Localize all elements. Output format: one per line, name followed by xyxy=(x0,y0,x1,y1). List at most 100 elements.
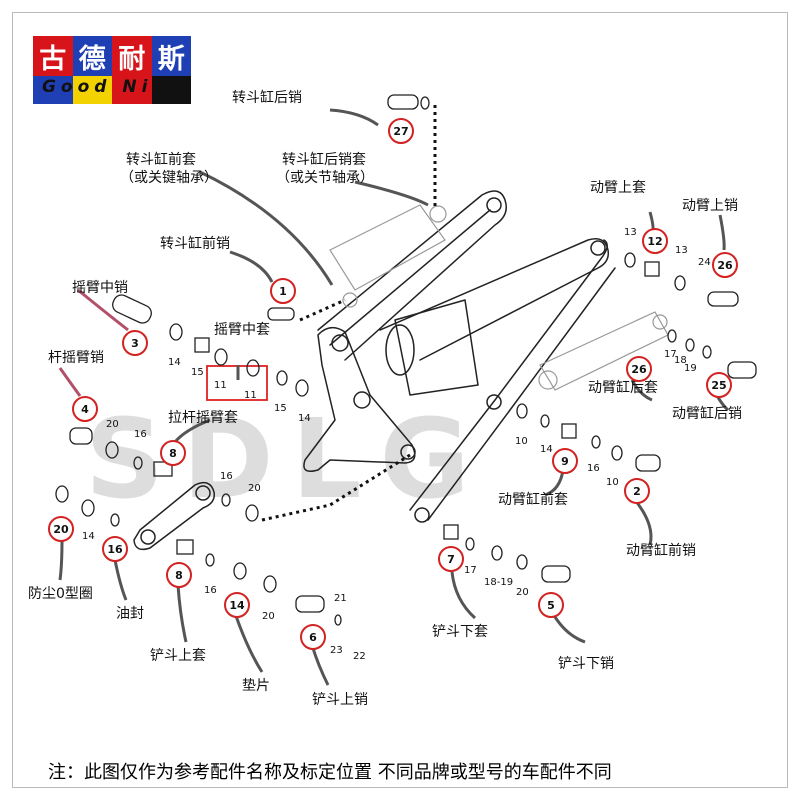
logo-bar-4 xyxy=(151,76,191,104)
rocker-pivot-mid xyxy=(353,391,371,409)
bucket-cylinder-rear-eye xyxy=(429,205,447,223)
boom-cyl-joint xyxy=(486,394,502,410)
label-boom-cyl-rear-pin: 动臂缸后销 xyxy=(672,406,742,422)
num-15-a: 15 xyxy=(191,367,204,378)
label-boom-cyl-front-pin: 动臂缸前销 xyxy=(626,543,696,559)
num-14-d: 14 xyxy=(540,444,553,455)
leader-tie-rod xyxy=(261,453,411,522)
num-20-b: 20 xyxy=(248,483,261,494)
arrow-rear-sleeve xyxy=(354,180,429,207)
logo-bar-2 xyxy=(72,76,112,104)
sleeve-7 xyxy=(443,524,459,540)
sleeve-9 xyxy=(561,423,577,439)
num-17-b: 17 xyxy=(464,565,477,576)
label-lever-rocker-pin: 杆摇臂销 xyxy=(48,350,104,366)
pin-6 xyxy=(295,595,325,613)
callout-7: 7 xyxy=(438,546,464,572)
num-10-a: 10 xyxy=(515,436,528,447)
label-bucket-upper-sleeve: 铲斗上套 xyxy=(150,648,206,664)
pin-25 xyxy=(727,361,757,379)
pin-2 xyxy=(635,454,661,472)
arrow-27 xyxy=(329,108,379,127)
label-dust-oring: 防尘0型圈 xyxy=(28,586,93,602)
num-11-b: 11 xyxy=(244,390,257,401)
label-bucket-lower-sleeve: 铲斗下套 xyxy=(432,624,488,640)
callout-3: 3 xyxy=(122,330,148,356)
bucket-cylinder-front-eye xyxy=(342,292,358,308)
logo-bar-1 xyxy=(33,76,73,104)
label-bucket-cyl-rear-sleeve-1: 转斗缸后销套 xyxy=(282,152,366,168)
label-boom-cyl-front-sleeve: 动臂缸前套 xyxy=(498,492,568,508)
pin-1 xyxy=(267,307,295,321)
arrow-14 xyxy=(234,615,264,673)
num-13-a: 13 xyxy=(624,227,637,238)
logo-char-3: 耐 xyxy=(112,36,152,76)
callout-5: 5 xyxy=(538,592,564,618)
tie-rod xyxy=(133,481,216,551)
logo-english: Good Nice xyxy=(41,77,185,97)
boom-cylinder-rear-eye xyxy=(652,314,668,330)
label-bucket-upper-pin: 铲斗上销 xyxy=(312,692,368,708)
boom-lower-arm xyxy=(409,239,608,511)
callout-4: 4 xyxy=(72,396,98,422)
label-rocker-mid-sleeve: 摇臂中套 xyxy=(214,322,270,338)
num-14-a: 14 xyxy=(168,357,181,368)
arrow-20 xyxy=(58,539,64,581)
arrow-1 xyxy=(229,250,274,283)
bucket-cylinder xyxy=(329,204,446,291)
callout-8-bottom: 8 xyxy=(166,562,192,588)
boom-right-joint xyxy=(590,240,606,256)
arrow-7 xyxy=(450,571,477,620)
callout-6: 6 xyxy=(300,624,326,650)
bucket-lower-joint xyxy=(414,507,430,523)
leader-1 xyxy=(299,298,346,322)
arrow-2 xyxy=(633,499,653,546)
arrow-front-sleeve xyxy=(199,170,334,286)
arrow-3 xyxy=(77,288,129,332)
rocker-plate xyxy=(303,326,416,472)
logo-char-1: 古 xyxy=(33,36,73,76)
label-bucket-cyl-front-sleeve-2: （或关键轴承） xyxy=(120,170,218,186)
pin-5 xyxy=(541,565,571,583)
label-tie-rod-rocker-sleeve: 拉杆摇臂套 xyxy=(168,410,238,426)
label-bucket-cyl-rear-sleeve-2: （或关节轴承） xyxy=(276,170,374,186)
label-boom-upper-pin: 动臂上销 xyxy=(682,198,738,214)
num-14-c: 14 xyxy=(82,531,95,542)
label-shim: 垫片 xyxy=(242,678,270,694)
callout-9: 9 xyxy=(552,448,578,474)
num-21: 21 xyxy=(334,593,347,604)
num-16-a: 16 xyxy=(134,429,147,440)
label-bucket-cyl-front-sleeve-1: 转斗缸前套 xyxy=(126,152,196,168)
sleeve-8-bottom xyxy=(176,539,194,555)
brand-logo: 古 德 耐 斯 Good Nice xyxy=(33,36,191,104)
rocker-pivot-low xyxy=(400,444,416,460)
callout-16: 16 xyxy=(102,536,128,562)
pin-3 xyxy=(112,294,152,324)
arrow-6 xyxy=(310,644,330,686)
num-19: 19 xyxy=(684,363,697,374)
cross-tube xyxy=(394,299,479,396)
cross-tube-end xyxy=(385,324,415,376)
callout-2: 2 xyxy=(624,478,650,504)
boom-cylinder xyxy=(539,311,669,391)
arrow-4 xyxy=(58,367,82,397)
pin-27 xyxy=(387,94,419,110)
pin-26-top xyxy=(707,291,739,307)
num-10-b: 10 xyxy=(606,477,619,488)
arrow-26-top xyxy=(718,214,726,251)
arrow-8-bottom xyxy=(176,584,188,643)
footer-note: 注：此图仅作为参考配件名称及标定位置 不同品牌或型号的车配件不同 xyxy=(48,762,612,783)
boom-upper-arm-edge xyxy=(329,209,491,346)
num-20-a: 20 xyxy=(106,419,119,430)
boom-upper-joint xyxy=(486,197,502,213)
num-16-b: 16 xyxy=(220,471,233,482)
logo-char-4: 斯 xyxy=(151,36,191,76)
num-11-a: 11 xyxy=(214,380,227,391)
pin-4 xyxy=(69,427,93,445)
num-16-d: 16 xyxy=(587,463,600,474)
num-17: 17 xyxy=(664,349,677,360)
num-18: 18 xyxy=(674,355,687,366)
num-24: 24 xyxy=(698,257,711,268)
boom-upper-arm xyxy=(317,190,507,361)
callout-26-mid: 26 xyxy=(626,356,652,382)
